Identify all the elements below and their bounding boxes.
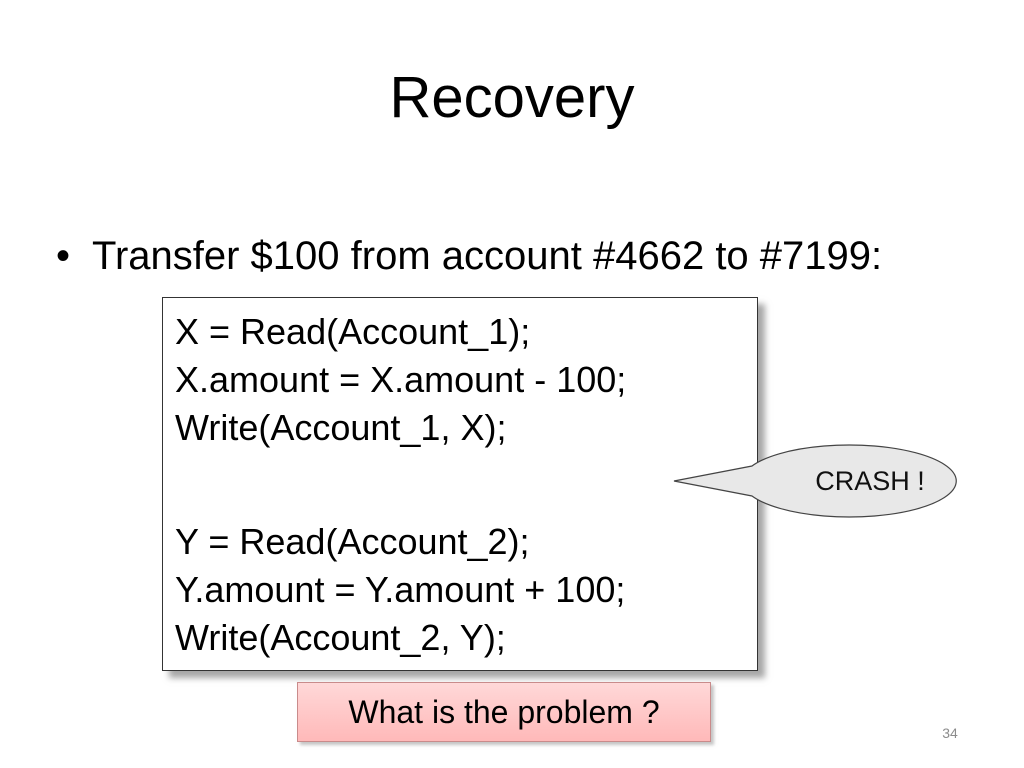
crash-callout-text: CRASH ! bbox=[815, 466, 925, 496]
code-line: Y = Read(Account_2); bbox=[175, 521, 530, 562]
code-line: X = Read(Account_1); bbox=[175, 311, 531, 352]
bullet-item: • Transfer $100 from account #4662 to #71… bbox=[56, 228, 882, 284]
code-line: Y.amount = Y.amount + 100; bbox=[175, 569, 626, 610]
code-block: X = Read(Account_1); X.amount = X.amount… bbox=[162, 297, 758, 671]
bullet-marker: • bbox=[56, 234, 71, 278]
code-line: Write(Account_2, Y); bbox=[175, 617, 506, 658]
bullet-text: Transfer $100 from account #4662 to #719… bbox=[92, 234, 883, 278]
code-line: X.amount = X.amount - 100; bbox=[175, 359, 627, 400]
code-spacer bbox=[175, 452, 757, 518]
code-line: Write(Account_1, X); bbox=[175, 407, 507, 448]
slide-title: Recovery bbox=[389, 65, 635, 130]
problem-question-box: What is the problem ? bbox=[297, 682, 711, 742]
page-number: 34 bbox=[942, 725, 958, 741]
